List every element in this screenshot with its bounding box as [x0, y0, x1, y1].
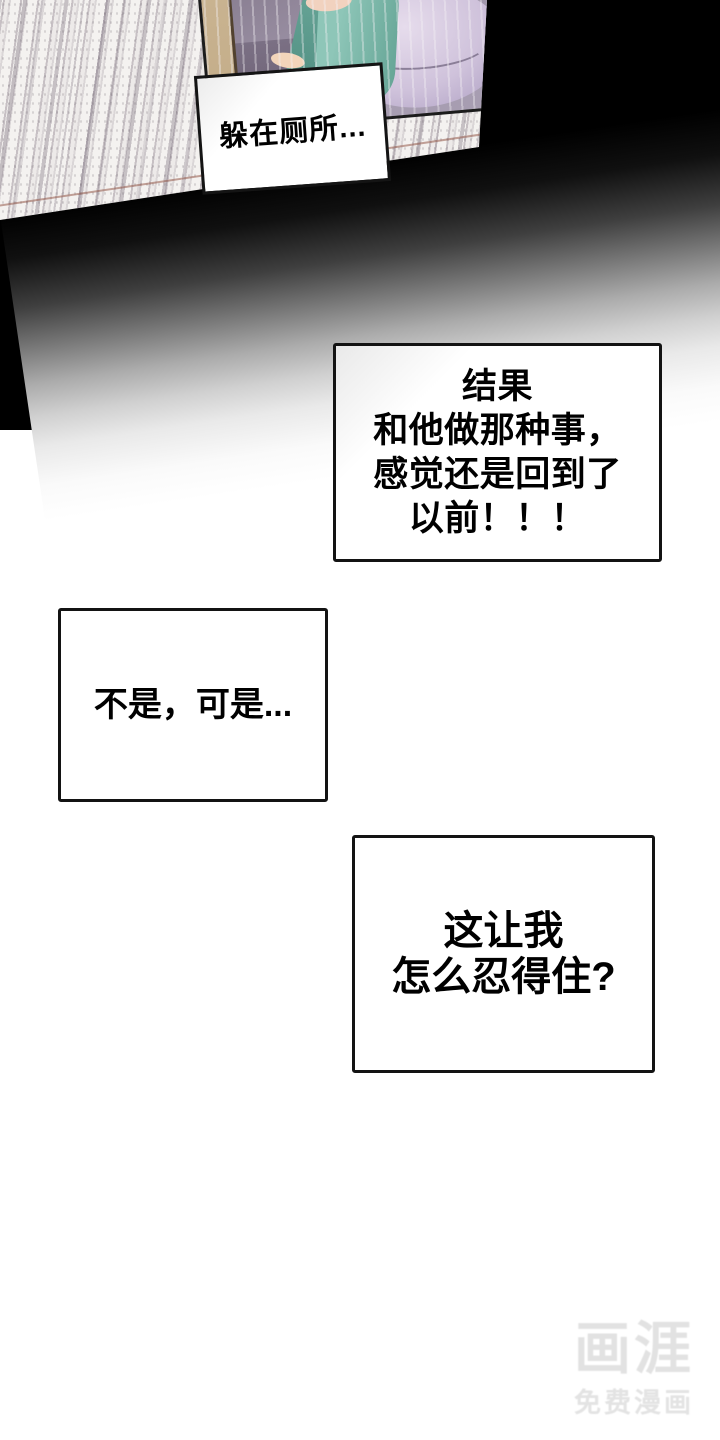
speech-box-3-line-1: 这让我: [443, 909, 564, 953]
caption-text: 躲在厕所...: [218, 110, 368, 153]
speech-box-2: 不是，可是...: [58, 608, 328, 802]
speech-box-3: 这让我 怎么忍得住?: [352, 835, 655, 1073]
speech-box-1-line-2: 和他做那种事，: [373, 410, 622, 450]
speech-box-2-line-1: 不是，可是...: [93, 686, 293, 724]
watermark: 画涯 免费漫画: [574, 1319, 694, 1420]
watermark-logo: 画涯: [574, 1317, 694, 1381]
caption-box: 躲在厕所...: [193, 62, 392, 195]
speech-box-1-line-3: 感觉还是回到了: [373, 454, 622, 494]
speech-box-1-line-4: 以前！！！: [408, 498, 587, 538]
speech-box-3-line-2: 怎么忍得住?: [391, 955, 616, 999]
watermark-tagline: 免费漫画: [574, 1388, 694, 1418]
speech-box-1: 结果 和他做那种事， 感觉还是回到了 以前！！！: [333, 343, 662, 562]
speech-box-1-line-1: 结果: [461, 366, 533, 406]
